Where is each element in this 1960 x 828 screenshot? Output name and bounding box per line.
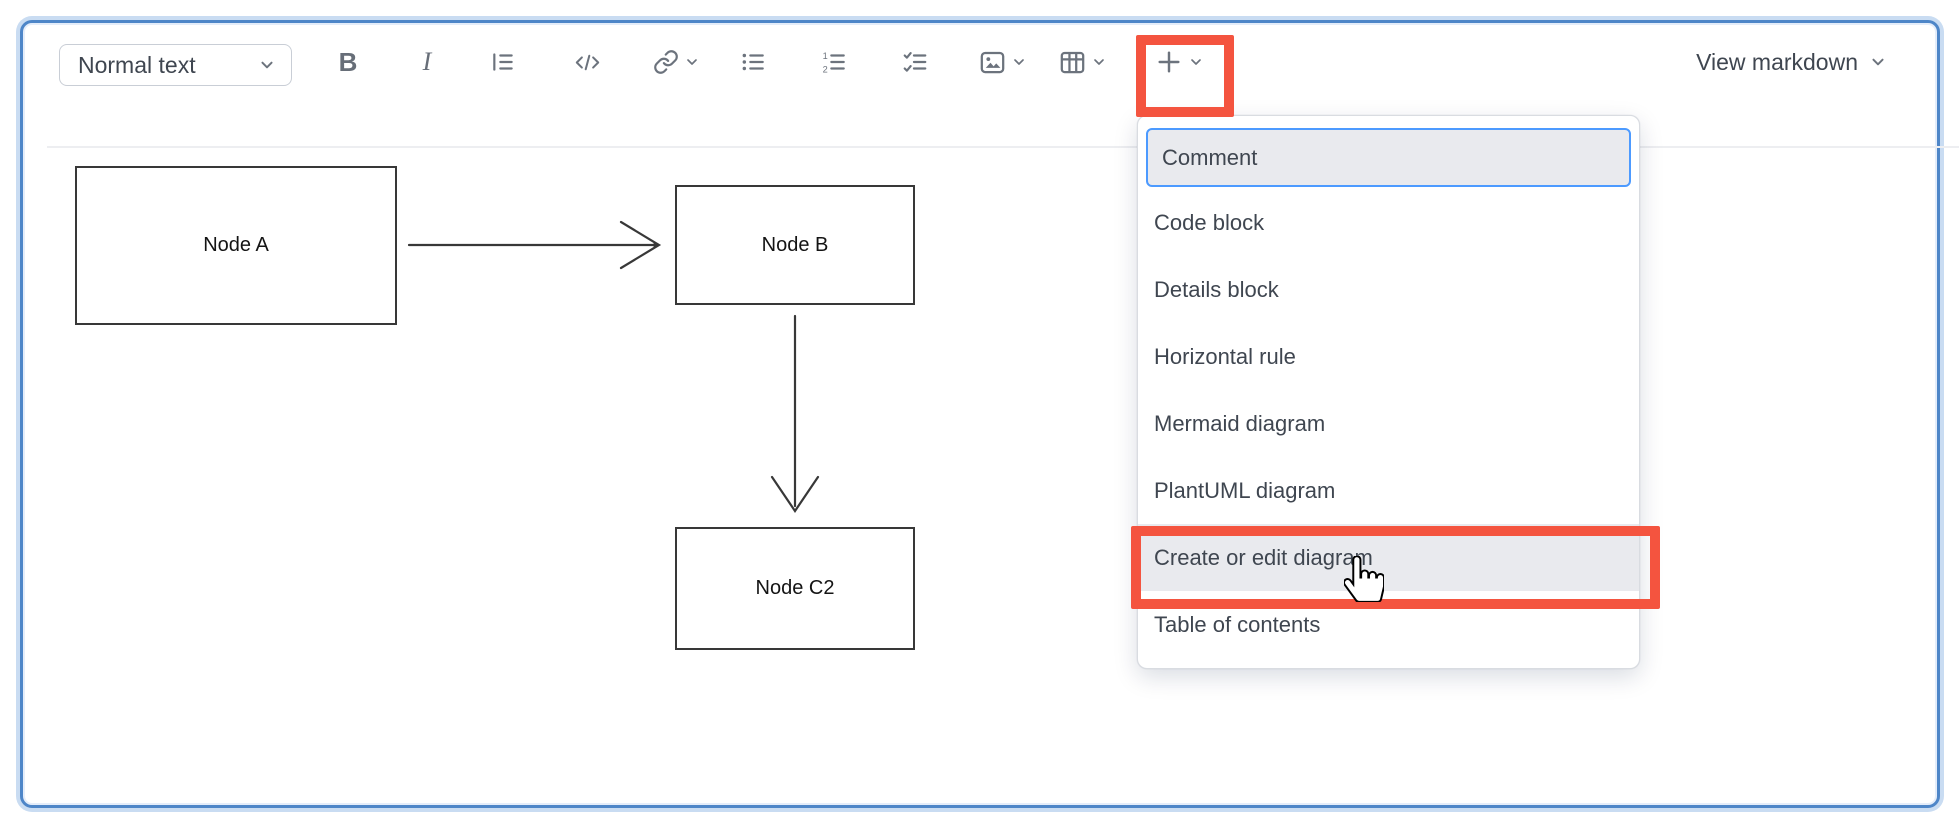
blockquote-button[interactable] <box>483 42 523 82</box>
table-icon <box>1059 49 1086 76</box>
menu-item-label: Code block <box>1154 209 1265 235</box>
checklist-icon <box>902 49 928 75</box>
block-type-label: Normal text <box>78 51 196 78</box>
chevron-down-icon <box>259 57 275 73</box>
bulleted-list-button[interactable] <box>733 42 773 82</box>
menu-item-label: Mermaid diagram <box>1154 410 1326 436</box>
link-icon <box>653 49 679 75</box>
code-button[interactable] <box>567 42 607 82</box>
image-icon <box>979 49 1006 76</box>
menu-item-label: PlantUML diagram <box>1154 477 1336 503</box>
chevron-down-icon <box>1870 54 1886 70</box>
annotation-highlight-create-or-edit <box>1131 526 1660 609</box>
node-a-label: Node A <box>203 234 269 256</box>
italic-button[interactable]: I <box>407 42 447 82</box>
chevron-down-icon <box>1092 55 1106 69</box>
image-button[interactable] <box>967 42 1037 82</box>
table-button[interactable] <box>1046 42 1118 82</box>
menu-item-comment[interactable]: Comment <box>1146 128 1631 187</box>
diagram-node-b[interactable]: Node B <box>675 185 915 305</box>
menu-item-horizontal-rule[interactable]: Horizontal rule <box>1138 323 1639 390</box>
chevron-down-icon <box>1189 55 1203 69</box>
numbered-list-icon: 1 2 <box>821 49 847 75</box>
chevron-down-icon <box>1012 55 1026 69</box>
code-icon <box>574 49 601 76</box>
italic-icon: I <box>422 47 432 76</box>
bulleted-list-icon <box>740 49 766 75</box>
numbered-list-button[interactable]: 1 2 <box>814 42 854 82</box>
menu-item-table-of-contents[interactable]: Table of contents <box>1138 591 1639 658</box>
view-markdown-dropdown[interactable]: View markdown <box>1630 42 1892 82</box>
checklist-button[interactable] <box>895 42 935 82</box>
insert-plus-button[interactable] <box>1143 42 1215 82</box>
view-markdown-label: View markdown <box>1696 48 1858 75</box>
link-button[interactable] <box>643 42 709 82</box>
block-type-dropdown[interactable]: Normal text <box>59 44 292 86</box>
menu-item-mermaid-diagram[interactable]: Mermaid diagram <box>1138 390 1639 457</box>
bold-icon: B <box>338 47 358 77</box>
bold-button[interactable]: B <box>328 42 368 82</box>
editor-frame <box>20 20 1959 808</box>
node-b-label: Node B <box>761 233 829 256</box>
menu-item-label: Create or edit diagram <box>1154 544 1373 570</box>
chevron-down-icon <box>685 55 699 69</box>
blockquote-icon <box>490 49 516 75</box>
svg-text:1: 1 <box>823 51 828 61</box>
node-c2-label: Node C2 <box>755 577 835 599</box>
diagram-node-c2[interactable]: Node C2 <box>675 527 915 650</box>
menu-item-label: Details block <box>1154 276 1279 302</box>
menu-item-plantuml-diagram[interactable]: PlantUML diagram <box>1138 457 1639 524</box>
menu-item-label: Comment <box>1162 144 1258 170</box>
annotation-highlight-plus <box>1136 35 1234 117</box>
menu-item-details-block[interactable]: Details block <box>1138 256 1639 323</box>
diagram-node-a[interactable]: Node A <box>75 166 397 325</box>
insert-menu: Comment Code block Details block Horizon… <box>1137 115 1640 669</box>
svg-text:2: 2 <box>823 64 828 74</box>
menu-item-label: Horizontal rule <box>1154 343 1296 369</box>
plus-icon <box>1155 48 1183 76</box>
toolbar-divider <box>47 146 1959 148</box>
menu-item-label: Table of contents <box>1154 611 1321 637</box>
menu-item-code-block[interactable]: Code block <box>1138 189 1639 256</box>
